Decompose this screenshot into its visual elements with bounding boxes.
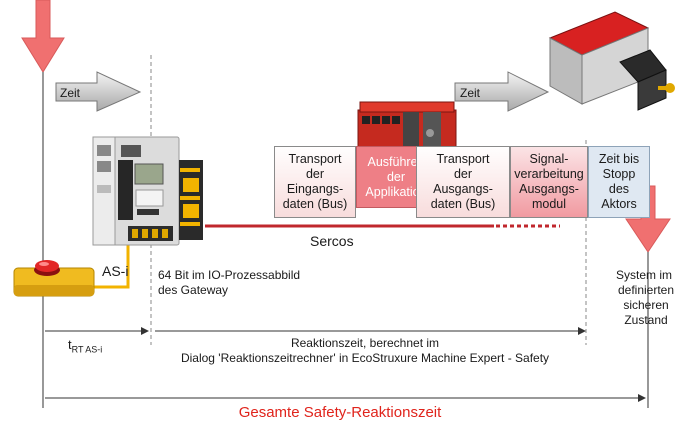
box-transport-output-data: Transport der Ausgangs- daten (Bus) (416, 146, 510, 218)
box-signal-processing-text: Signal- verarbeitung Ausgangs- modul (514, 152, 584, 211)
process-image-line-1: 64 Bit im IO-Prozessabbild (158, 268, 301, 282)
process-image-line-2: des Gateway (158, 283, 229, 297)
total-safety-reaction-time-label: Gesamte Safety-Reaktionszeit (238, 404, 442, 421)
asi-label: AS-i (102, 263, 129, 279)
box-transport-output-text: Transport der Ausgangs- daten (Bus) (430, 152, 496, 211)
time-arrow-1 (55, 71, 142, 112)
box-actuator-stop-time: Zeit bis Stopp des Aktors (588, 146, 650, 218)
time-label-1: Zeit (60, 86, 81, 100)
reaction-time-line-1: Reaktionszeit, berechnet im (290, 336, 440, 350)
asi-gateway-device-icon (92, 136, 203, 246)
output-red-arrow (625, 185, 671, 253)
box-actuator-stop-text: Zeit bis Stopp des Aktors (598, 152, 640, 211)
sercos-label: Sercos (310, 233, 354, 249)
safe-state-line-4: Zustand (624, 313, 668, 327)
box-transport-input-data: Transport der Eingangs- daten (Bus) (274, 146, 356, 218)
safe-state-line-1: System im (615, 268, 672, 282)
emergency-stop-icon (13, 260, 95, 297)
safe-state-line-2: definierten (617, 283, 675, 297)
trt-label: tRT AS-i (68, 338, 102, 357)
safety-controller-icon (357, 101, 457, 151)
servo-drive-icon (548, 11, 675, 111)
safe-state-line-3: sicheren (623, 298, 669, 312)
box-execute-application-text: Ausführen der Applikation (365, 154, 427, 199)
trt-label-sub: RT AS-i (71, 344, 103, 355)
trt-label-main: t (68, 337, 72, 352)
time-label-2: Zeit (460, 86, 481, 100)
input-red-arrow (21, 0, 65, 73)
asi-cable (92, 243, 130, 289)
time-arrow-2 (454, 71, 550, 112)
box-transport-input-text: Transport der Eingangs- daten (Bus) (282, 152, 348, 211)
reaction-time-line-2: Dialog 'Reaktionszeitrechner' in EcoStru… (180, 351, 550, 365)
box-signal-processing: Signal- verarbeitung Ausgangs- modul (510, 146, 588, 218)
